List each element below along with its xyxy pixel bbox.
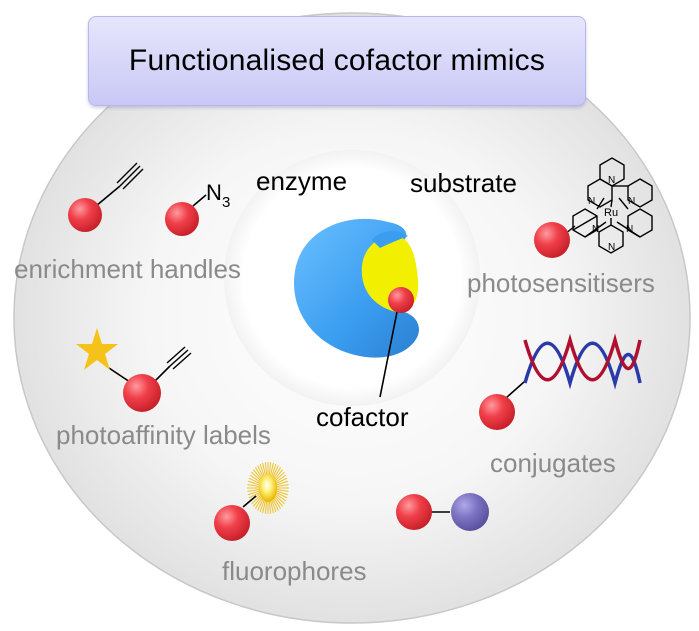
cofactor-label: cofactor — [316, 402, 409, 432]
ru-label: Ru — [604, 207, 618, 219]
ru-n-lower-left: N — [592, 224, 599, 235]
dimer-purple-sphere — [451, 493, 489, 531]
ru-n-bottom: N — [608, 242, 615, 253]
enzyme-blue-shape — [293, 218, 419, 358]
enzyme-illustration — [293, 218, 419, 358]
title-box: Functionalised cofactor mimics — [88, 16, 586, 106]
dna-helix-icon — [523, 333, 642, 390]
cofactor-sphere — [388, 287, 414, 313]
enzyme-top-lip — [372, 231, 408, 248]
azide-n-label: N — [206, 180, 222, 205]
ru-n-right: N — [628, 196, 635, 207]
photosensitiser-sphere — [534, 222, 570, 258]
photoaffinity-group — [76, 328, 192, 412]
enrichment-handles-label: enrichment handles — [14, 254, 241, 284]
star-icon — [76, 328, 118, 370]
conjugate-sphere — [479, 394, 515, 430]
cofactor-pointer-line — [379, 311, 398, 398]
photoaffinity-sphere — [123, 374, 161, 412]
conjugates-label: conjugates — [490, 448, 616, 478]
diagram-title: Functionalised cofactor mimics — [128, 44, 546, 77]
ru-n-lower-right: N — [626, 224, 633, 235]
photosensitisers-label: photosensitisers — [467, 268, 655, 298]
alkyne-sphere — [68, 198, 102, 232]
azide-sphere — [165, 202, 199, 236]
alkyne-triple-bond — [119, 165, 141, 187]
ru-complex-structure — [564, 157, 653, 254]
fluorophores-label: fluorophores — [222, 556, 367, 586]
fluorophore-sphere — [214, 505, 250, 541]
enzyme-label: enzyme — [256, 166, 347, 196]
azide-sphere-group: N 3 — [165, 180, 230, 236]
ru-n-left: N — [588, 196, 595, 207]
fluorophore-core — [259, 474, 277, 502]
photoaffinity-labels-label: photoaffinity labels — [56, 420, 271, 450]
dimer-red-sphere — [396, 494, 432, 530]
substrate-label: substrate — [410, 168, 517, 198]
azide-subscript: 3 — [222, 194, 230, 211]
ru-n-top: N — [608, 175, 615, 186]
alkyne-sphere-group — [68, 162, 144, 232]
